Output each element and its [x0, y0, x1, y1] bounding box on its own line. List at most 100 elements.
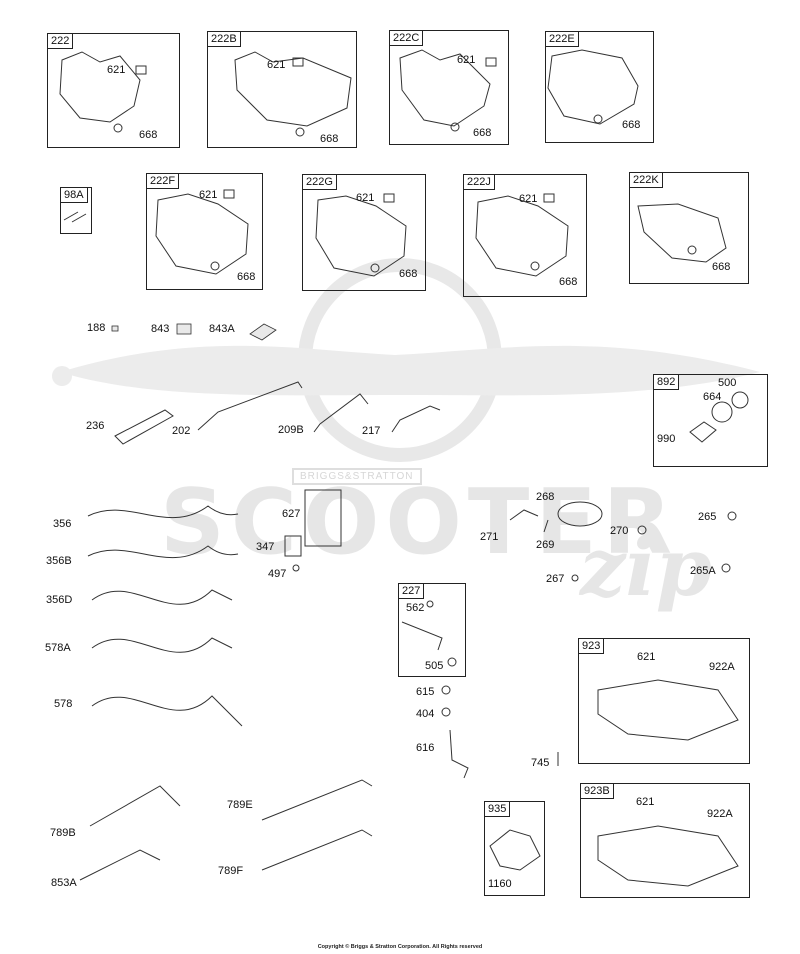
callout-label: 789F — [218, 865, 244, 877]
callout-label: 268 — [536, 491, 555, 503]
box-title: 222K — [630, 173, 663, 188]
box-title: 222G — [303, 175, 337, 190]
callout-label: 615 — [416, 686, 435, 698]
callout-label: 664 — [703, 391, 722, 403]
box-222k: 222K — [629, 172, 749, 284]
box-222g: 222G — [302, 174, 426, 291]
callout-label: 789B — [50, 827, 76, 839]
callout-label: 1160 — [488, 878, 512, 890]
callout-label: 347 — [256, 541, 275, 553]
control-bracket-222 — [59, 51, 141, 123]
callout-label: 853A — [51, 877, 77, 889]
spring-209b — [313, 393, 369, 433]
callout-label: 668 — [712, 261, 731, 273]
callout-label: 843 — [151, 323, 170, 335]
callout-label: 562 — [406, 602, 425, 614]
callout-label: 922A — [709, 661, 735, 673]
box-title: 222J — [464, 175, 495, 190]
callout-label: 271 — [480, 531, 499, 543]
callout-label: 500 — [718, 377, 737, 389]
box-98a: 98A — [60, 187, 92, 234]
control-bracket-222b — [234, 51, 352, 127]
callout-label: 616 — [416, 742, 435, 754]
callout-label: 621 — [199, 189, 218, 201]
watermark-text: SCOOTER — [160, 470, 679, 575]
callout-label: 621 — [107, 64, 126, 76]
box-title: 923 — [579, 639, 605, 654]
callout-label: 668 — [473, 127, 492, 139]
callout-label: 668 — [139, 129, 158, 141]
control-bracket-222f — [155, 193, 249, 275]
box-title: 222 — [48, 34, 74, 49]
callout-label: 356D — [46, 594, 73, 606]
callout-label: 188 — [87, 322, 106, 334]
callout-label: 505 — [425, 660, 444, 672]
callout-label: 356 — [53, 518, 72, 530]
callout-label: 745 — [531, 757, 550, 769]
callout-label: 209B — [278, 424, 304, 436]
box-title: 222F — [147, 174, 180, 189]
control-bracket-222g — [315, 195, 407, 277]
callout-label: 270 — [610, 525, 629, 537]
control-bracket-222e — [547, 49, 639, 125]
callout-label: 621 — [637, 651, 656, 663]
link-236 — [114, 409, 174, 445]
callout-label: 265 — [698, 511, 717, 523]
box-892: 892 — [653, 374, 768, 467]
callout-label: 217 — [362, 425, 381, 437]
box-222: 222 — [47, 33, 180, 148]
control-bracket-222j — [475, 195, 569, 277]
box-title: 892 — [654, 375, 680, 390]
callout-label: 236 — [86, 420, 105, 432]
callout-label: 269 — [536, 539, 555, 551]
callout-label: 578A — [45, 642, 71, 654]
callout-label: 668 — [559, 276, 578, 288]
watermark-brand: BRIGGS&STRATTON — [292, 468, 422, 485]
callout-label: 621 — [457, 54, 476, 66]
box-title: 935 — [485, 802, 511, 817]
callout-label: 789E — [227, 799, 253, 811]
box-222f: 222F — [146, 173, 263, 290]
box-935: 935 — [484, 801, 545, 896]
watermark-script: zip — [580, 520, 712, 614]
copyright-notice: Copyright © Briggs & Stratton Corporatio… — [317, 944, 483, 950]
box-923: 923 — [578, 638, 750, 764]
spring-217 — [391, 405, 441, 433]
control-bracket-222c — [399, 49, 491, 127]
box-title: 222E — [546, 32, 579, 47]
callout-label: 668 — [320, 133, 339, 145]
callout-label: 202 — [172, 425, 191, 437]
callout-label: 578 — [54, 698, 73, 710]
box-222b: 222B — [207, 31, 357, 148]
callout-label: 990 — [657, 433, 676, 445]
box-title: 222B — [208, 32, 241, 47]
callout-label: 267 — [546, 573, 565, 585]
callout-label: 922A — [707, 808, 733, 820]
callout-label: 668 — [237, 271, 256, 283]
callout-label: 265A — [690, 565, 716, 577]
box-222c: 222C — [389, 30, 509, 145]
box-227: 227 — [398, 583, 466, 677]
box-923b: 923B — [580, 783, 750, 898]
callout-label: 627 — [282, 508, 301, 520]
callout-label: 404 — [416, 708, 435, 720]
link-202 — [197, 381, 303, 431]
callout-label: 356B — [46, 555, 72, 567]
box-title: 923B — [581, 784, 614, 799]
callout-label: 668 — [622, 119, 641, 131]
control-bracket-222k — [637, 203, 727, 263]
callout-label: 668 — [399, 268, 418, 280]
box-title: 222C — [390, 31, 424, 46]
callout-label: 621 — [356, 192, 375, 204]
box-222j: 222J — [463, 174, 587, 297]
callout-label: 497 — [268, 568, 287, 580]
box-222e: 222E — [545, 31, 654, 143]
callout-label: 621 — [519, 193, 538, 205]
callout-label: 843A — [209, 323, 235, 335]
box-title: 98A — [61, 188, 88, 203]
callout-label: 621 — [267, 59, 286, 71]
box-title: 227 — [399, 584, 425, 599]
